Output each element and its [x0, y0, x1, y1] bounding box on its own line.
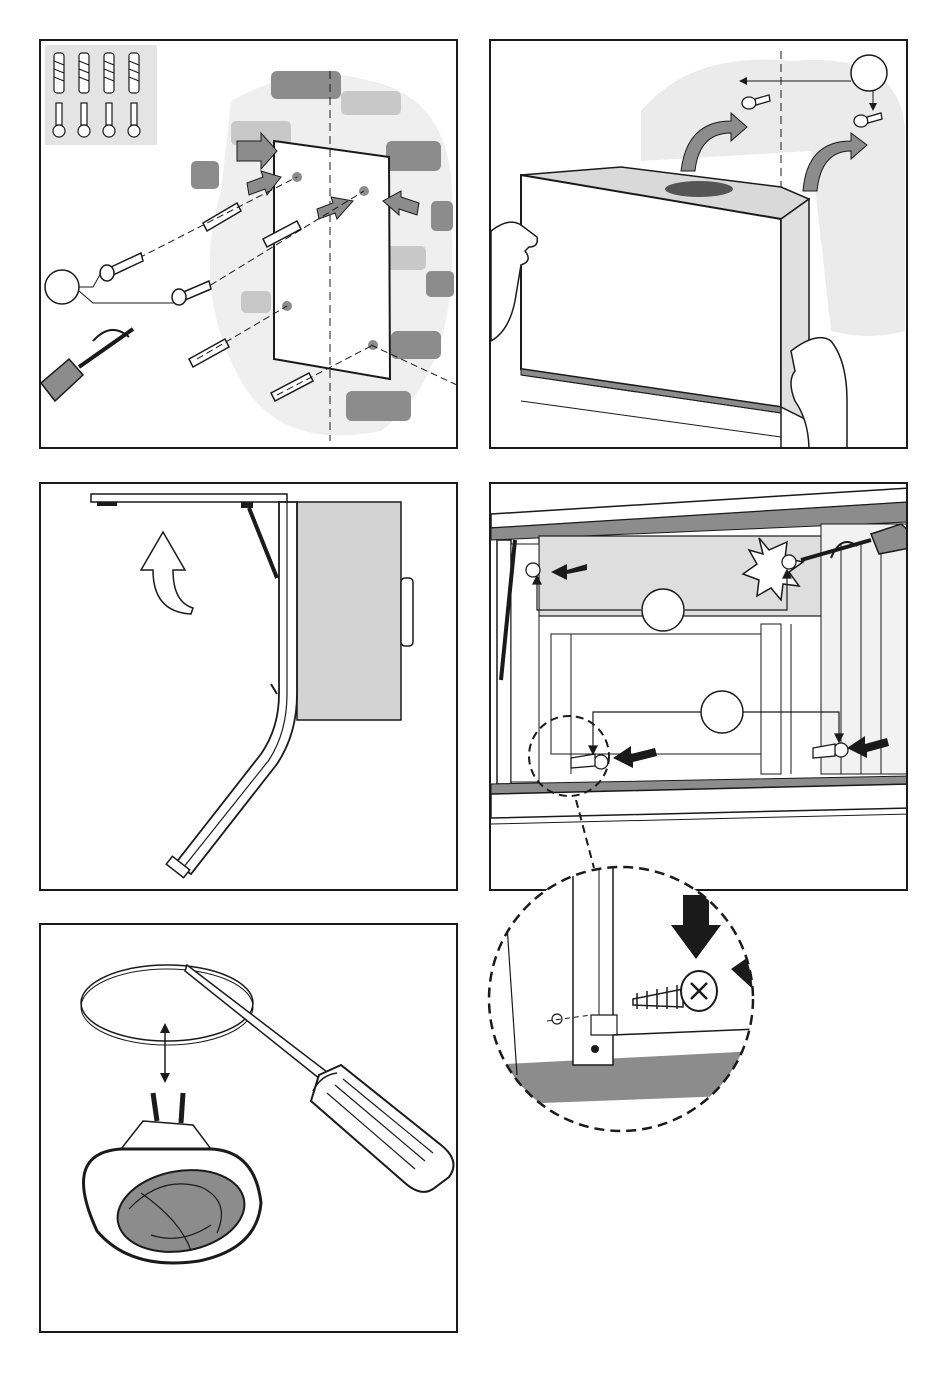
replace-lamp-illustration: [41, 925, 458, 1333]
hood-unit: [521, 167, 809, 437]
hang-hood-illustration: [491, 41, 908, 449]
callout-circle: [851, 55, 887, 91]
fix-screws-illustration: [491, 484, 908, 891]
step-panel-fix-screws: [489, 482, 908, 891]
gas-strut-icon: [249, 508, 277, 578]
halogen-lamp-icon: [84, 1093, 262, 1263]
callout-circle: [642, 589, 684, 631]
open-panel-illustration: [41, 484, 458, 891]
zoom-detail: [487, 865, 757, 1135]
step-panel-hang-hood: [489, 39, 908, 449]
screwdriver-icon: [41, 329, 133, 401]
step-panel-open-panel: [39, 482, 458, 891]
callout-circle: [45, 270, 79, 304]
step-panel-replace-lamp: [39, 923, 458, 1333]
step-panel-wall-mounting: [39, 39, 458, 449]
zoom-connector: [560, 800, 600, 870]
screw-icon: [100, 253, 211, 305]
hood-body: [297, 502, 401, 720]
curved-arrow-icon: [141, 532, 193, 614]
front-panel: [175, 502, 297, 874]
callout-circle: [701, 691, 743, 733]
wall-mounting-illustration: [41, 41, 458, 449]
